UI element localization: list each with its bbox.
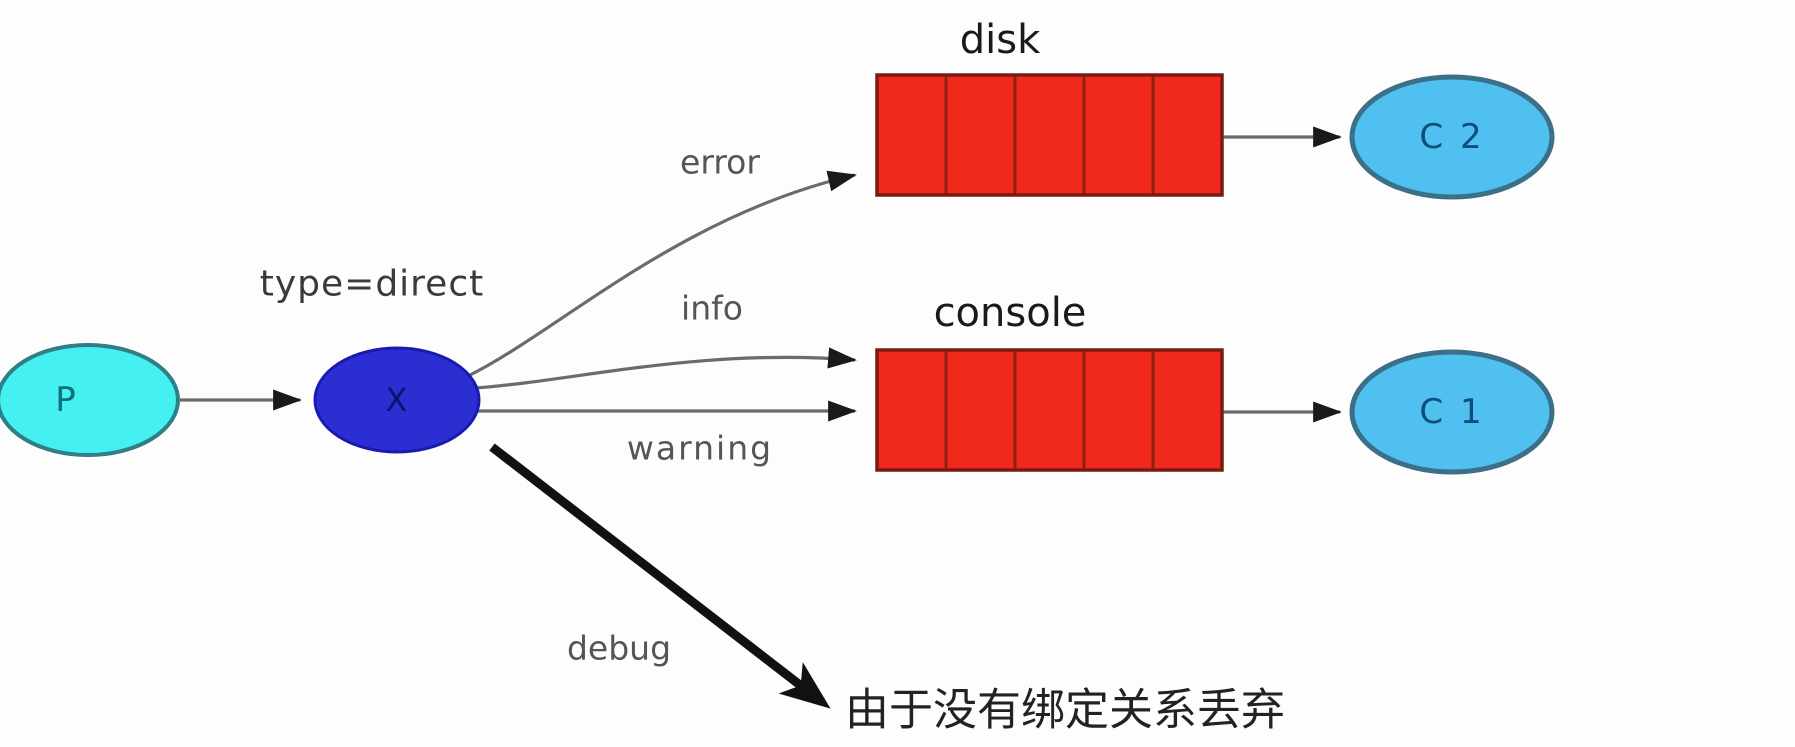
queue-cell <box>875 73 948 197</box>
edge-exchange-to-console-info: info <box>475 289 857 390</box>
queue-cell <box>1082 73 1155 197</box>
consumer-c2-label: C 2 <box>1419 117 1484 157</box>
consumer-c1-ellipse <box>1349 349 1555 475</box>
queue-disk[interactable]: disk <box>875 17 1224 197</box>
queue-cell <box>944 73 1017 197</box>
queue-cell <box>1013 348 1086 472</box>
edge-label-warning: warning <box>627 429 773 468</box>
queue-cell <box>1082 348 1155 472</box>
exchange-type-attribute: type=direct <box>260 264 485 305</box>
queue-console-cells <box>875 348 1224 472</box>
node-consumer-c1[interactable]: C 1 <box>1349 349 1555 475</box>
queue-disk-cells <box>875 73 1224 197</box>
queue-cell <box>875 348 948 472</box>
queue-console[interactable]: console <box>875 290 1224 472</box>
queue-cell <box>1151 73 1224 197</box>
node-consumer-c2[interactable]: C 2 <box>1349 74 1555 200</box>
queue-console-outline <box>875 348 1224 472</box>
node-producer-p[interactable]: P <box>0 343 180 457</box>
queue-disk-outline <box>875 73 1224 197</box>
queue-cell <box>944 348 1017 472</box>
edge-label-error: error <box>680 143 760 182</box>
consumer-c1-label: C 1 <box>1419 392 1484 432</box>
exchange-label: X <box>386 381 409 419</box>
queue-cell <box>1151 348 1224 472</box>
exchange-ellipse <box>313 346 481 454</box>
node-exchange-x[interactable]: type=direct X <box>260 264 485 454</box>
edge-exchange-to-console-warning: warning <box>476 400 857 468</box>
producer-label: P <box>55 380 77 420</box>
queue-cell <box>1013 73 1086 197</box>
consumer-c2-ellipse <box>1349 74 1555 200</box>
queue-disk-label: disk <box>960 17 1041 63</box>
dropped-message-note: 由于没有绑定关系丢弃 <box>845 685 1285 736</box>
edge-exchange-to-dropped: debug <box>489 443 831 709</box>
producer-ellipse <box>0 343 180 457</box>
edge-label-info: info <box>681 289 743 328</box>
edge-exchange-to-disk: error <box>469 143 857 377</box>
edge-label-debug: debug <box>567 629 671 668</box>
queue-console-label: console <box>934 290 1087 336</box>
